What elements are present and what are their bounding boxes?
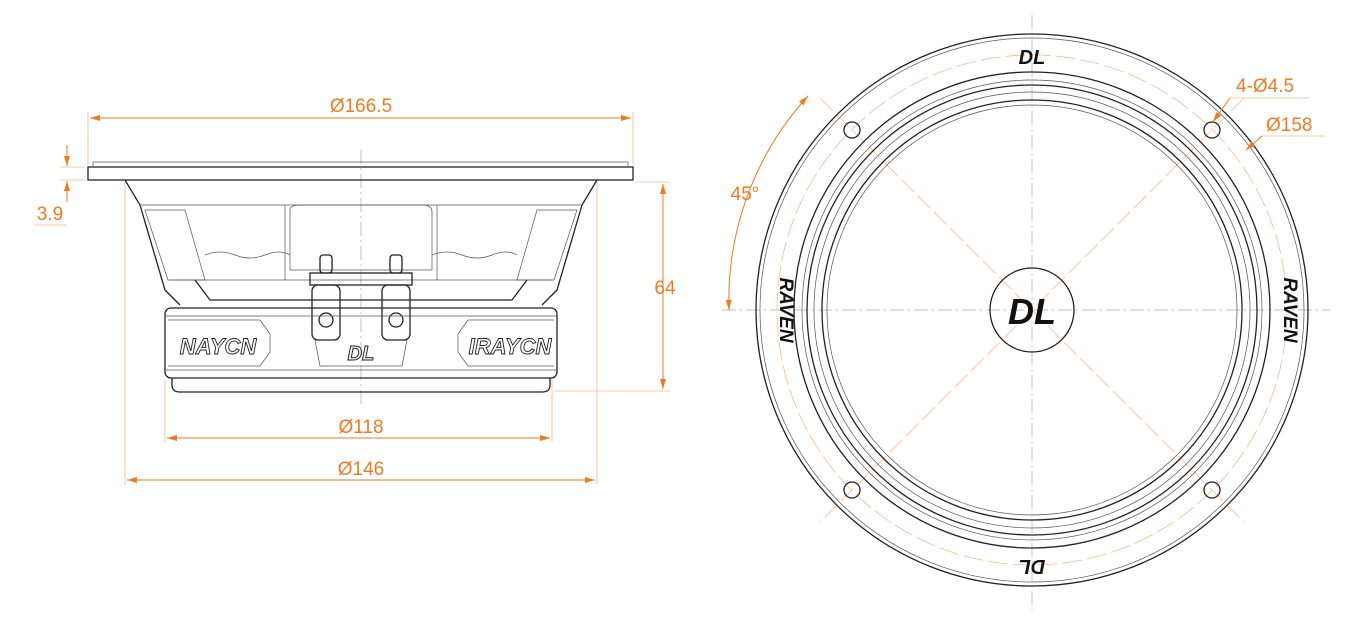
cone <box>821 99 1243 521</box>
dim-holes: 4-Ø4.5 <box>1236 76 1294 97</box>
dim-cutout-diameter: Ø146 <box>338 459 384 480</box>
basket <box>124 179 598 306</box>
terminals <box>309 254 413 341</box>
dim-bolt-circle: Ø158 <box>1266 115 1312 136</box>
magnet-logo-left: NAYCN <box>180 334 258 359</box>
dim-hole-angle: 45° <box>731 184 760 205</box>
outer-frame <box>755 33 1309 587</box>
ring-badge-top: DL <box>1019 47 1046 69</box>
magnet-logo-right: IRAYCN <box>469 334 553 359</box>
dim-depth: 64 <box>654 278 676 299</box>
magnet <box>164 307 558 379</box>
center-badge: DL <box>1008 291 1056 332</box>
mount-holes <box>843 121 1221 499</box>
ring-badge-bottom: DL <box>1019 555 1046 577</box>
dust-cap <box>989 267 1075 353</box>
ring-logo-left: RAVEN <box>775 277 796 343</box>
side-view: NAYCN IRAYCN DL Ø166.5 3.9 64 Ø118 Ø146 <box>35 96 676 485</box>
dim-flange-thickness: 3.9 <box>37 204 63 225</box>
dim-magnet-diameter: Ø118 <box>338 417 383 438</box>
surround <box>806 84 1258 536</box>
dim-flange-diameter: Ø166.5 <box>330 96 392 117</box>
front-view: DL DL DL RAVEN RAVEN 4-Ø4.5 Ø158 45° <box>722 15 1330 610</box>
ring-logo-right: RAVEN <box>1279 277 1300 343</box>
magnet-badge: DL <box>348 343 375 365</box>
flange <box>87 166 634 181</box>
